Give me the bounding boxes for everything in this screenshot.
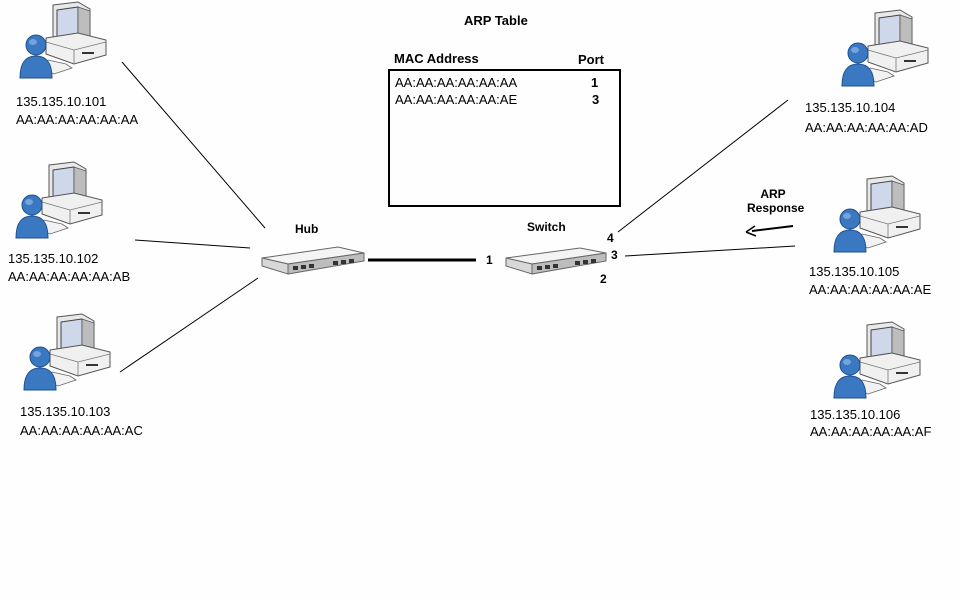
switch-label: Switch <box>527 220 566 234</box>
link-switch-port3-host-105 <box>624 245 796 257</box>
host-105-mac: AA:AA:AA:AA:AA:AE <box>809 282 932 297</box>
arp-response-line1: ARP <box>760 187 786 201</box>
arp-row-mac: AA:AA:AA:AA:AA:AA <box>395 75 518 90</box>
host-101-computer-icon[interactable] <box>8 0 108 85</box>
host-105-computer-icon[interactable] <box>822 174 922 259</box>
arp-response-label: ARP Response <box>747 187 804 215</box>
link-switch-port4-host-104 <box>617 99 789 233</box>
switch-icon <box>505 247 607 275</box>
arp-row-port: 1 <box>591 75 599 90</box>
host-104-ip: 135.135.10.104 <box>805 100 896 115</box>
switch-port-2: 2 <box>600 272 607 286</box>
arp-response-line2: Response <box>747 201 805 215</box>
host-104-mac: AA:AA:AA:AA:AA:AD <box>805 120 928 135</box>
host-103-computer-icon[interactable] <box>12 312 112 397</box>
link-host-101-hub <box>121 61 266 229</box>
hub-label: Hub <box>295 222 319 236</box>
host-103-mac: AA:AA:AA:AA:AA:AC <box>20 423 143 438</box>
arp-column-mac: MAC Address <box>394 51 479 66</box>
link-host-102-hub <box>134 239 251 249</box>
arp-table-title: ARP Table <box>464 13 528 28</box>
host-101-ip: 135.135.10.101 <box>16 94 107 109</box>
arp-response-arrow-icon <box>745 225 794 237</box>
host-105-ip: 135.135.10.105 <box>809 264 900 279</box>
host-101-mac: AA:AA:AA:AA:AA:AA <box>16 112 139 127</box>
host-102-ip: 135.135.10.102 <box>8 251 99 266</box>
host-102-computer-icon[interactable] <box>4 160 104 245</box>
arp-row-port: 3 <box>592 92 600 107</box>
host-104-computer-icon[interactable] <box>830 8 930 93</box>
host-106-ip: 135.135.10.106 <box>810 407 901 422</box>
hub-icon <box>261 246 365 275</box>
arp-column-port: Port <box>578 52 604 67</box>
switch-port-3: 3 <box>611 248 618 262</box>
arp-row-mac: AA:AA:AA:AA:AA:AE <box>395 92 518 107</box>
link-host-103-hub <box>119 277 259 373</box>
switch-port-1: 1 <box>486 253 493 267</box>
switch-port-4: 4 <box>607 231 614 245</box>
host-106-computer-icon[interactable] <box>822 320 922 405</box>
host-102-mac: AA:AA:AA:AA:AA:AB <box>8 269 131 284</box>
host-103-ip: 135.135.10.103 <box>20 404 111 419</box>
host-106-mac: AA:AA:AA:AA:AA:AF <box>810 424 932 439</box>
arp-table: AA:AA:AA:AA:AA:AA 1 AA:AA:AA:AA:AA:AE 3 <box>388 69 621 207</box>
